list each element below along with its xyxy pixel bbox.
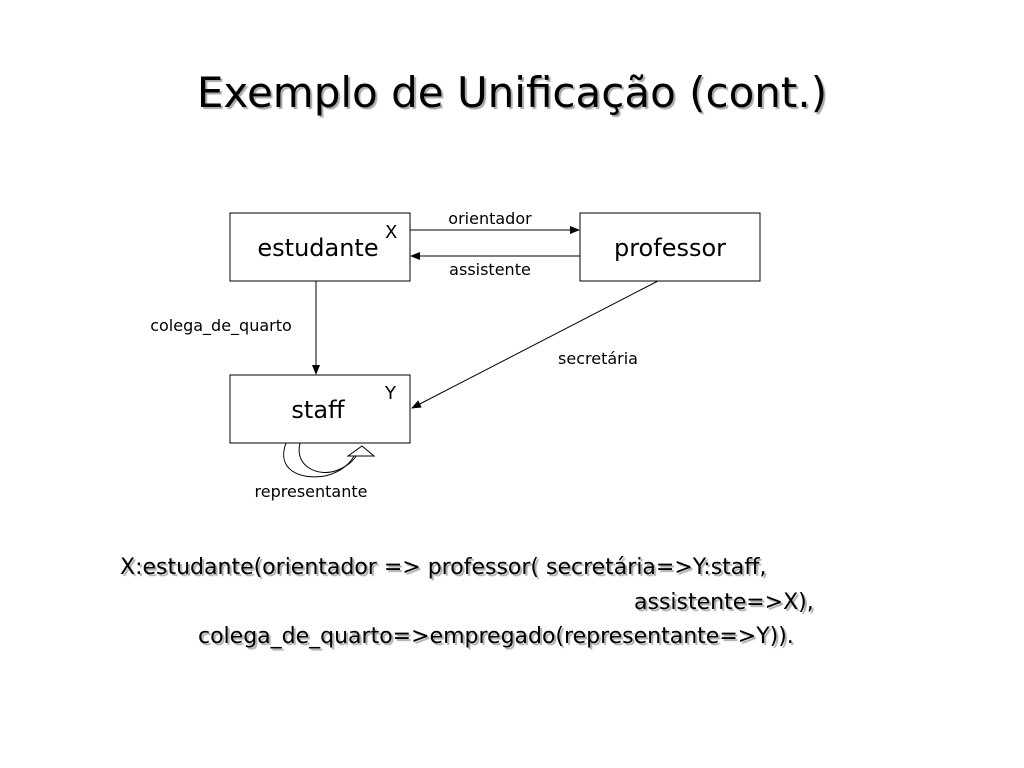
- edge-colega-de-quarto-label: colega_de_quarto: [150, 316, 292, 336]
- node-staff-label: staff: [291, 396, 345, 424]
- code-line-3: colega_de_quarto=>empregado(representant…: [198, 624, 794, 649]
- edge-representante: representante: [255, 442, 376, 501]
- node-staff: staff Y: [229, 374, 411, 444]
- edge-colega-de-quarto: colega_de_quarto: [150, 281, 320, 375]
- edge-orientador: orientador: [410, 209, 580, 234]
- edge-secretaria-label: secretária: [558, 349, 638, 368]
- node-estudante: estudante X: [229, 212, 411, 282]
- node-professor-label: professor: [614, 234, 726, 262]
- code-line-1: X:estudante(orientador => professor( sec…: [120, 555, 767, 580]
- slide-title: Exemplo de Unificação (cont.): [196, 68, 828, 117]
- edge-assistente-label: assistente: [449, 260, 531, 279]
- edge-representante-label: representante: [255, 482, 368, 501]
- code-line-2: assistente=>X),: [634, 590, 814, 615]
- edge-orientador-label: orientador: [448, 209, 532, 228]
- node-estudante-label: estudante: [257, 234, 378, 262]
- node-professor: professor: [579, 212, 761, 282]
- edge-secretaria: secretária: [411, 280, 659, 409]
- edge-assistente: assistente: [410, 252, 580, 279]
- node-staff-var: Y: [384, 383, 397, 404]
- node-estudante-var: X: [385, 222, 397, 243]
